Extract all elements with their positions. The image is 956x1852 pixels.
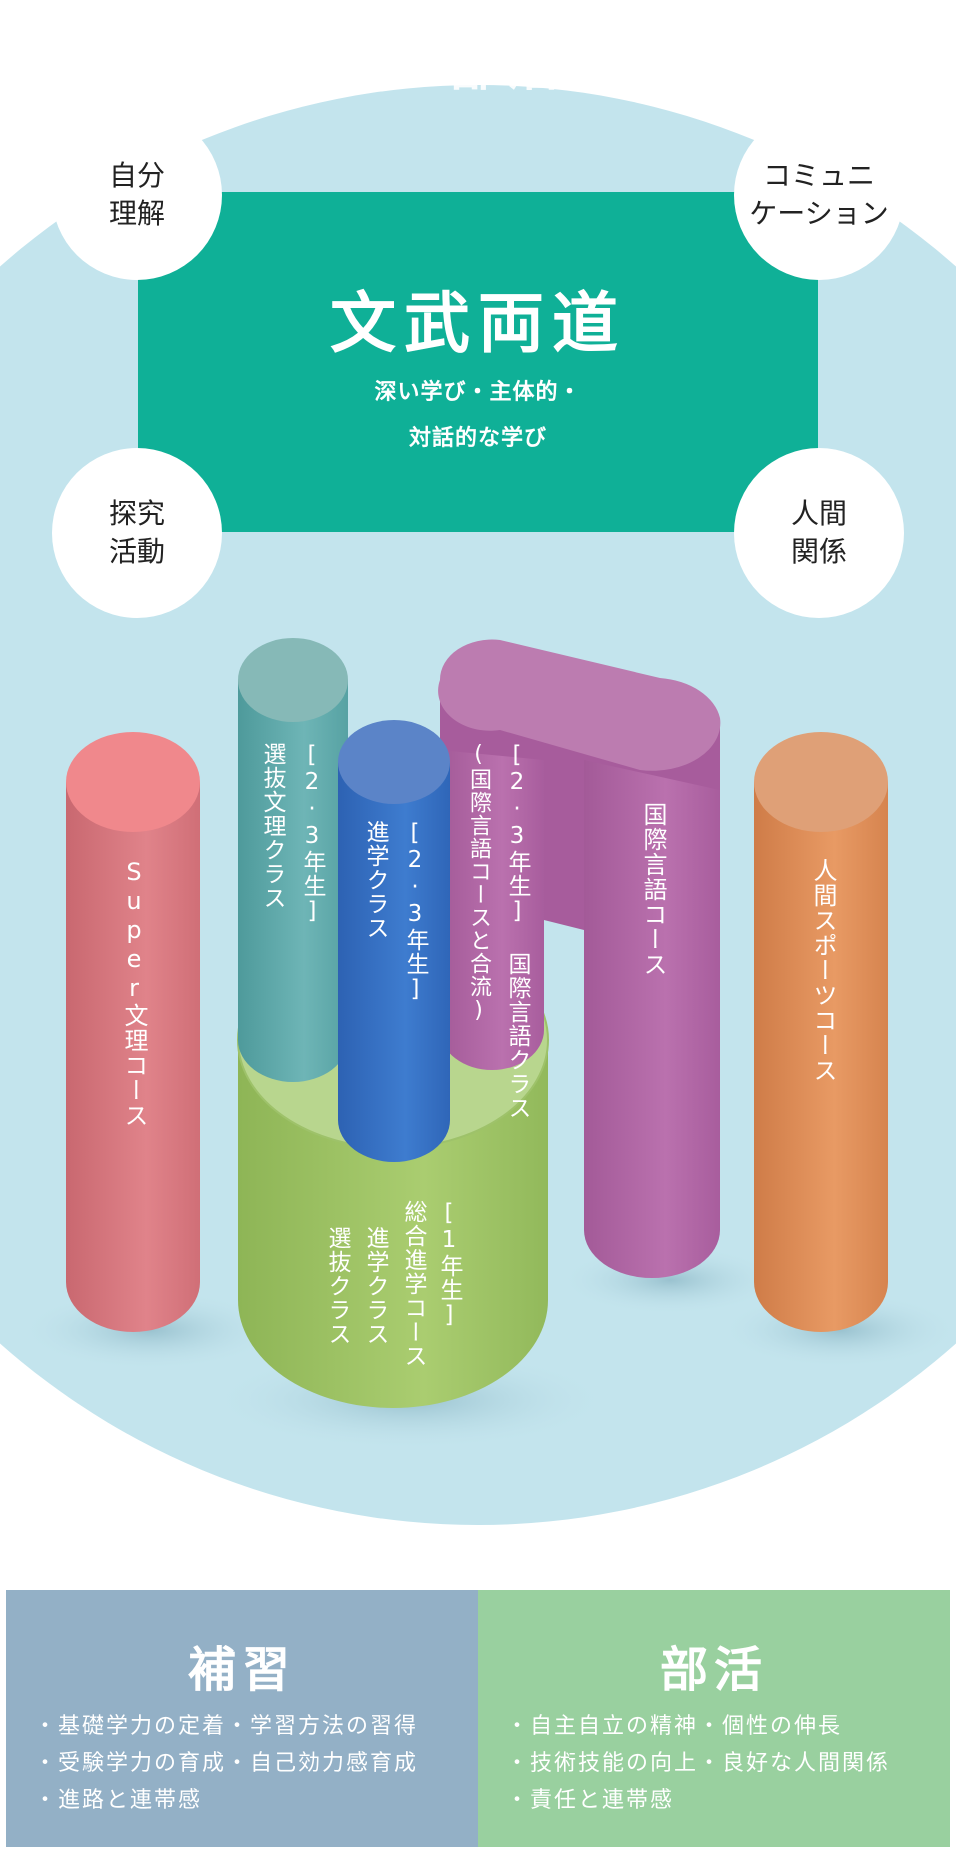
list-item: ・自主自立の精神・個性の伸長 [506, 1708, 890, 1745]
label-base-senbatsu: 選抜クラス [320, 1226, 354, 1346]
label-senbatsu-bunri: 選抜文理クラス [255, 742, 289, 910]
panel-hoshu-list: ・基礎学力の定着・学習方法の習得 ・受験学力の育成・自己効力感育成 ・進路と連帯… [34, 1708, 418, 1819]
label-sports-course: 人間スポーツコース [806, 858, 841, 1083]
label-super-course: Super文理コース [117, 858, 152, 1128]
list-item: ・受験学力の育成・自己効力感育成 [34, 1745, 418, 1782]
label-kokusai-merge: (国際言語コースと合流) [462, 742, 494, 1024]
list-item: ・責任と連帯感 [506, 1782, 890, 1819]
label-kokusai-class: [2·3年生] 国際言語クラス [500, 742, 534, 1120]
panel-bukatsu: 部活 ・自主自立の精神・個性の伸長 ・技術技能の向上・良好な人間関係 ・責任と連… [478, 1590, 950, 1847]
label-base-course: 総合進学コース [396, 1200, 430, 1368]
label-shingaku-year: [2·3年生] [398, 820, 432, 1003]
cylinder-shingaku [338, 720, 450, 1162]
list-item: ・進路と連帯感 [34, 1782, 418, 1819]
panel-hoshu: 補習 ・基礎学力の定着・学習方法の習得 ・受験学力の育成・自己効力感育成 ・進路… [6, 1590, 478, 1847]
panel-bukatsu-title: 部活 [478, 1630, 950, 1700]
list-item: ・技術技能の向上・良好な人間関係 [506, 1745, 890, 1782]
panel-bukatsu-list: ・自主自立の精神・個性の伸長 ・技術技能の向上・良好な人間関係 ・責任と連帯感 [506, 1708, 890, 1819]
list-item: ・基礎学力の定着・学習方法の習得 [34, 1708, 418, 1745]
label-shingaku-class: 進学クラス [358, 820, 392, 940]
label-senbatsu-year: [2·3年生] [295, 742, 329, 925]
label-kokusai-course: 国際言語コース [636, 802, 671, 977]
label-base-shingaku: 進学クラス [358, 1226, 392, 1346]
panel-hoshu-title: 補習 [6, 1630, 478, 1700]
label-base-year: [1年生] [432, 1200, 466, 1329]
